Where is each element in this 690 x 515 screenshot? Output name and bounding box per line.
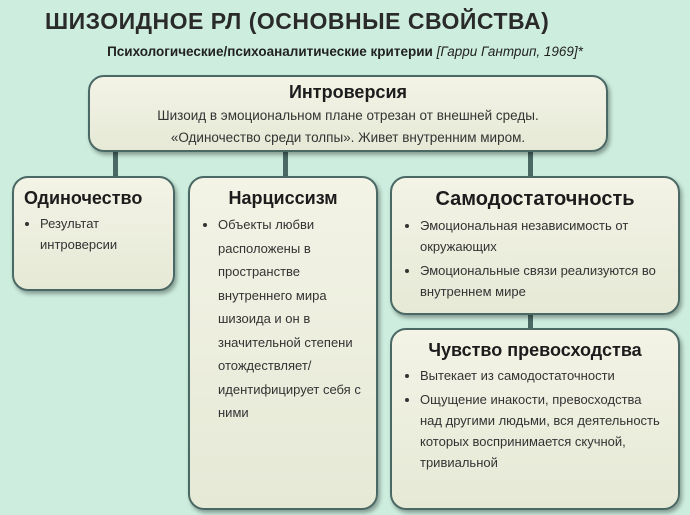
connector [283,150,288,178]
list-item: Объекты любви расположены в пространстве… [218,213,364,425]
list-item: Эмоциональные связи реализуются во внутр… [420,260,666,302]
connector [113,150,118,178]
box-heading: Нарциссизм [228,188,338,208]
subtitle-main: Психологические/психоаналитические крите… [107,44,433,59]
connector [528,150,533,178]
intro-line: «Одиночество среди толпы». Живет внутрен… [170,130,526,145]
self-sufficiency-box: Самодостаточность Эмоциональная независи… [390,176,680,315]
box-heading: Самодостаточность [435,188,635,210]
box-heading: Одиночество [24,188,143,208]
list-item: Ощущение инакости, превосходства над дру… [420,389,666,473]
box-heading: Интроверсия [288,82,408,102]
list-item: Эмоциональная независимость от окружающи… [420,215,666,257]
introversion-box: Интроверсия Шизоид в эмоциональном плане… [88,75,608,152]
loneliness-box: Одиночество Результат интроверсии [12,176,175,291]
page-title: ШИЗОИДНОЕ РЛ (ОСНОВНЫЕ СВОЙСТВА) [45,8,550,34]
intro-line: Шизоид в эмоциональном плане отрезан от … [157,108,539,123]
list-item: Результат интроверсии [40,213,163,255]
connector [528,313,533,330]
narcissism-box: Нарциссизм Объекты любви расположены в п… [188,176,378,510]
list-item: Вытекает из самодостаточности [420,365,666,386]
intro-text: Шизоид в эмоциональном плане отрезан от … [90,105,606,149]
box-heading: Чувство превосходства [428,340,642,360]
subtitle: Психологические/психоаналитические крите… [0,44,690,59]
subtitle-citation: [Гарри Гантрип, 1969]* [436,44,583,59]
superiority-box: Чувство превосходства Вытекает из самодо… [390,328,680,510]
